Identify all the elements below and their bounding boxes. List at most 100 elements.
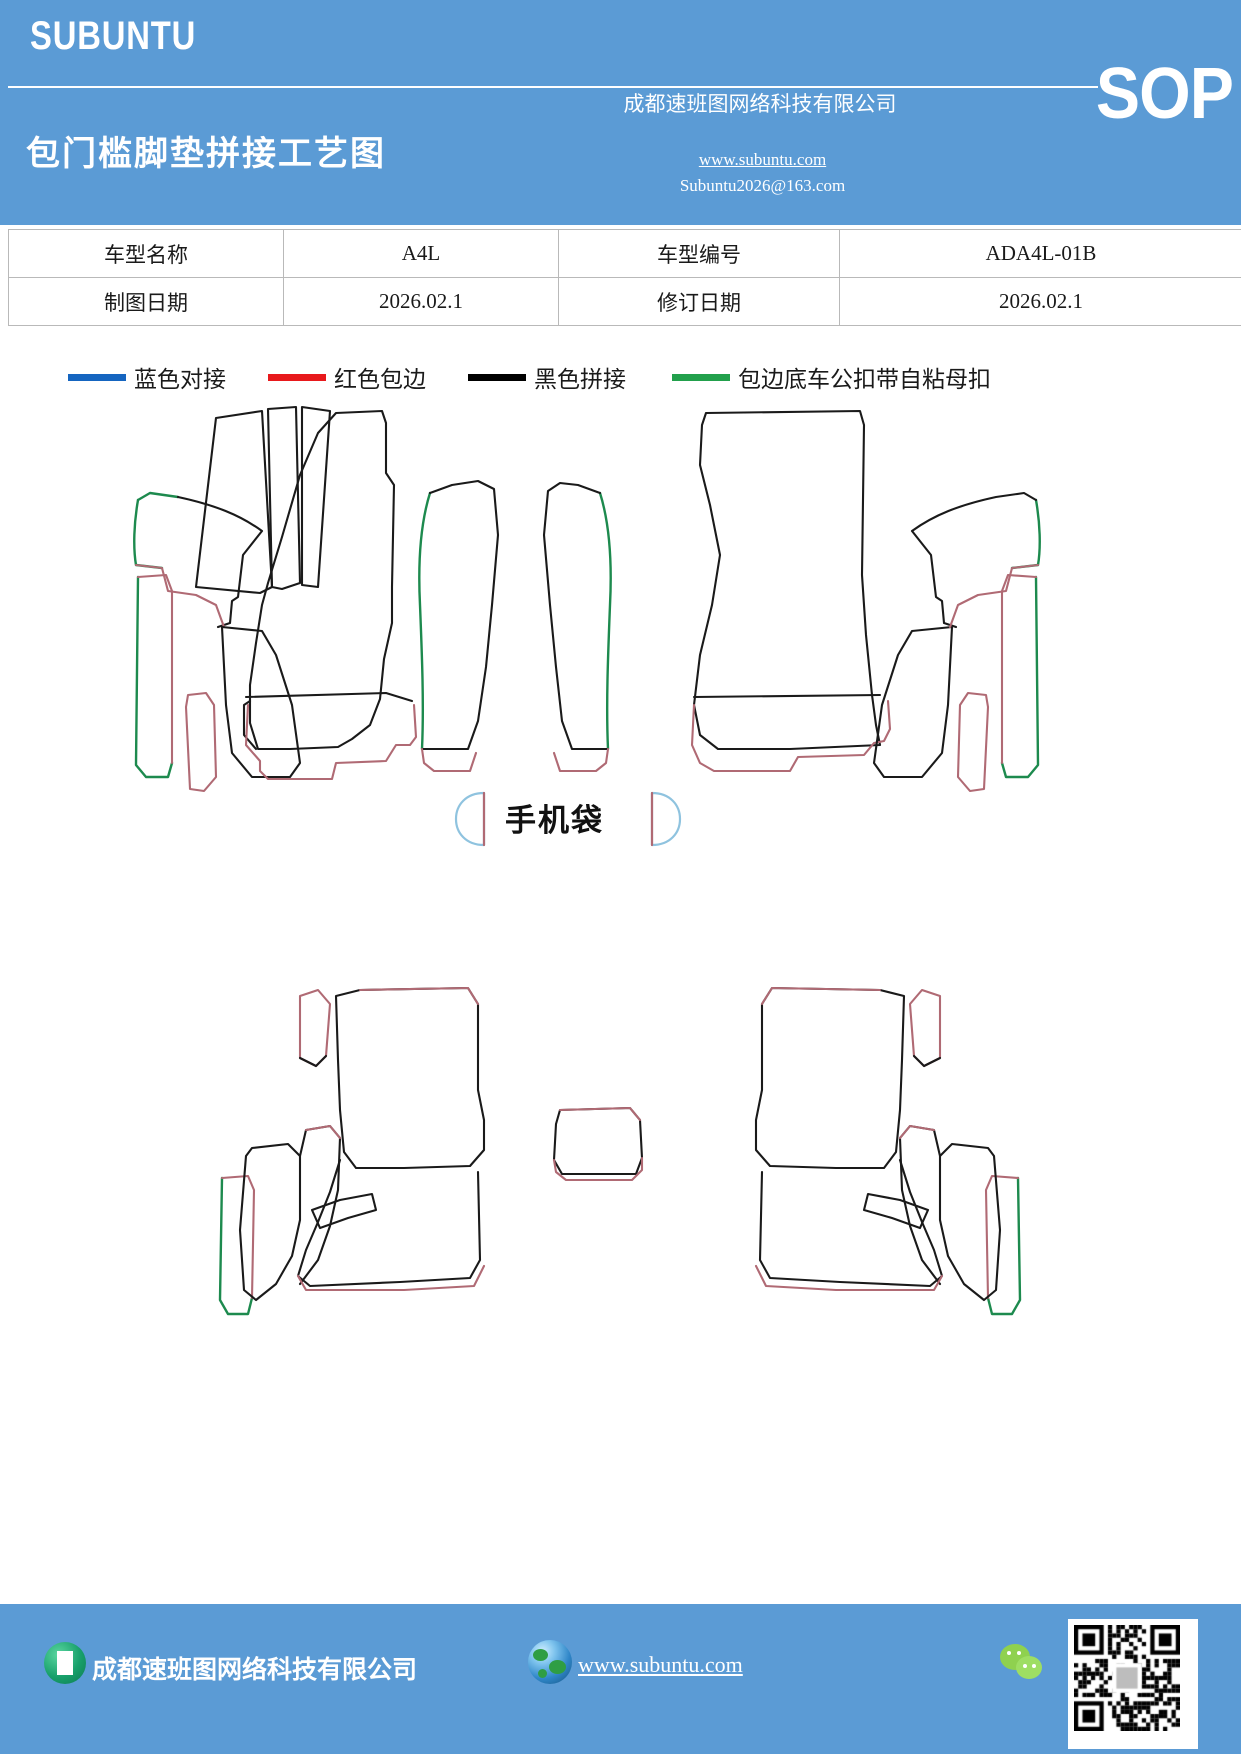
sill-green-edge <box>986 1176 1022 1316</box>
sop-badge: SOP <box>1095 54 1234 134</box>
kick-panel <box>872 625 954 779</box>
binding-line <box>984 1174 1020 1300</box>
rear-mat-skirt <box>758 1158 944 1288</box>
footer-website-link[interactable]: www.subuntu.com <box>578 1652 743 1677</box>
header-divider <box>8 86 1098 88</box>
page-footer: 成都速班图网络科技有限公司 www.subuntu.com <box>0 1604 1241 1754</box>
binding-line <box>690 699 892 773</box>
globe-icon <box>528 1640 572 1684</box>
table-row: 制图日期 2026.02.1 修订日期 2026.02.1 <box>8 277 1241 326</box>
rear-mat-skirt <box>296 1158 482 1288</box>
rear-mat-left <box>334 986 486 1170</box>
hook-tab <box>298 988 332 1068</box>
table-row: 车型名称 A4L 车型编号 ADA4L-01B <box>8 229 1241 278</box>
hook-strip-green <box>598 491 612 751</box>
binding-line <box>134 563 226 629</box>
hook-tab <box>908 988 942 1068</box>
footer-company-name: 成都速班图网络科技有限公司 <box>92 1657 418 1684</box>
cell-model-name-value: A4L <box>283 229 559 278</box>
page-header: SUBUNTU 包门槛脚垫拼接工艺图 成都速班图网络科技有限公司 www.sub… <box>0 0 1241 225</box>
seam-line <box>244 691 414 703</box>
binding-line <box>244 703 418 781</box>
riser-piece <box>956 691 990 793</box>
binding-line <box>760 986 882 1006</box>
binding-line <box>898 1124 936 1140</box>
sill-green-edge <box>1010 498 1041 570</box>
binding-line <box>358 986 480 1006</box>
sill-green-edge <box>134 575 174 779</box>
rear-mat-pattern-drawing <box>218 986 1022 1316</box>
legend-label: 包边底车公扣带自粘母扣 <box>738 367 991 392</box>
binding-line <box>948 563 1040 629</box>
pattern-piece <box>266 405 302 591</box>
legend-label: 蓝色对接 <box>134 367 226 392</box>
pattern-piece <box>898 1124 942 1286</box>
cell-draw-date-label: 制图日期 <box>8 277 284 326</box>
binding-line <box>754 1264 944 1292</box>
legend-swatch-icon <box>672 373 730 381</box>
legend-item-blue: 蓝色对接 <box>68 360 226 394</box>
sill-green-edge <box>136 491 180 502</box>
legend-swatch-icon <box>268 373 326 381</box>
binding-line <box>220 1174 256 1300</box>
stitch-line <box>298 1054 328 1068</box>
phone-pocket-label: 手机袋 <box>505 803 604 838</box>
legend-item-red: 红色包边 <box>268 360 426 394</box>
qr-code <box>1068 1619 1198 1749</box>
cell-model-code-label: 车型编号 <box>558 229 840 278</box>
binding-line <box>552 747 610 773</box>
binding-line <box>552 1156 644 1182</box>
cell-model-code-value: ADA4L-01B <box>839 229 1241 278</box>
page-title: 包门槛脚垫拼接工艺图 <box>26 135 386 173</box>
pattern-piece <box>542 481 610 751</box>
cell-model-name-label: 车型名称 <box>8 229 284 278</box>
hook-strip-green <box>418 491 432 751</box>
binding-line <box>296 1264 486 1292</box>
vehicle-info-table: 车型名称 A4L 车型编号 ADA4L-01B 制图日期 2026.02.1 修… <box>8 229 1241 326</box>
pattern-piece <box>238 1142 302 1302</box>
binding-line <box>420 747 478 773</box>
binding-line <box>304 1124 342 1140</box>
phone-pocket-piece <box>650 791 682 847</box>
tunnel-piece <box>552 1106 644 1176</box>
front-mat-pattern-drawing <box>133 405 1041 847</box>
building-icon <box>44 1642 86 1684</box>
legend-label: 红色包边 <box>334 367 426 392</box>
legend: 蓝色对接 红色包边 黑色拼接 包边底车公扣带自粘母扣 <box>0 360 1241 400</box>
header-website-link[interactable]: www.subuntu.com <box>698 150 827 169</box>
wechat-icon <box>1000 1644 1050 1684</box>
binding-line <box>1000 573 1038 765</box>
kick-panel <box>220 625 302 779</box>
sill-green-edge <box>133 498 164 570</box>
legend-label: 黑色拼接 <box>534 367 626 392</box>
cell-revise-date-label: 修订日期 <box>558 277 840 326</box>
riser-piece <box>184 691 218 793</box>
pattern-piece <box>298 1124 342 1286</box>
sill-green-edge <box>1000 575 1040 779</box>
legend-swatch-icon <box>468 373 526 381</box>
phone-pocket-piece <box>454 791 486 847</box>
legend-item-black: 黑色拼接 <box>468 360 626 394</box>
pattern-piece <box>194 409 274 595</box>
stitch-line <box>242 699 258 751</box>
brand-logo: SUBUNTU <box>30 14 197 58</box>
pattern-piece <box>310 1192 378 1230</box>
binding-line <box>136 573 174 765</box>
pattern-piece <box>938 1142 1002 1302</box>
passenger-mat-body <box>692 409 882 751</box>
rear-mat-right <box>754 986 906 1170</box>
stitch-line <box>912 1054 942 1068</box>
header-company-name: 成都速班图网络科技有限公司 <box>623 92 897 116</box>
pattern-piece <box>420 479 500 751</box>
header-email: Subuntu2026@163.com <box>679 176 846 195</box>
stitch-line <box>910 491 1038 629</box>
pattern-piece <box>862 1192 930 1230</box>
sill-green-edge <box>218 1176 254 1316</box>
legend-swatch-icon <box>68 373 126 381</box>
seam-line <box>692 693 882 699</box>
cell-draw-date-value: 2026.02.1 <box>283 277 559 326</box>
cell-revise-date-value: 2026.02.1 <box>839 277 1241 326</box>
binding-line <box>558 1106 642 1122</box>
pattern-piece <box>300 405 332 589</box>
